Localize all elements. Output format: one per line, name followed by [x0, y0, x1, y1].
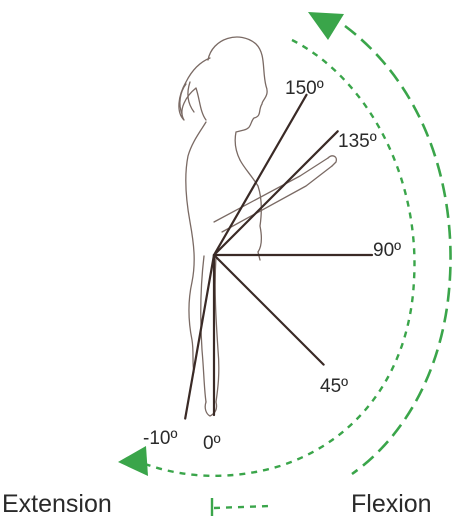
flexion-arrowhead: [308, 12, 344, 40]
angle-ray-minus-10: [185, 255, 214, 419]
hand-outline: [328, 156, 336, 166]
angle-label-0: 0º: [203, 433, 221, 454]
angle-label-90: 90º: [373, 240, 401, 261]
extension-label: Extension: [2, 490, 112, 518]
extension-arrowhead: [118, 446, 148, 476]
extension-tail: [214, 506, 270, 508]
angle-label-minus-10: -10º: [143, 428, 177, 449]
angle-labels: 150º 135º 90º 45º 0º -10º: [143, 78, 401, 454]
flexion-label: Flexion: [351, 490, 432, 518]
angle-ray-45: [214, 255, 324, 365]
angle-label-135: 135º: [338, 131, 377, 152]
back-outline: [186, 122, 206, 372]
angle-label-150: 150º: [285, 78, 324, 99]
head-outline: [208, 37, 267, 160]
angle-label-45: 45º: [320, 376, 348, 397]
